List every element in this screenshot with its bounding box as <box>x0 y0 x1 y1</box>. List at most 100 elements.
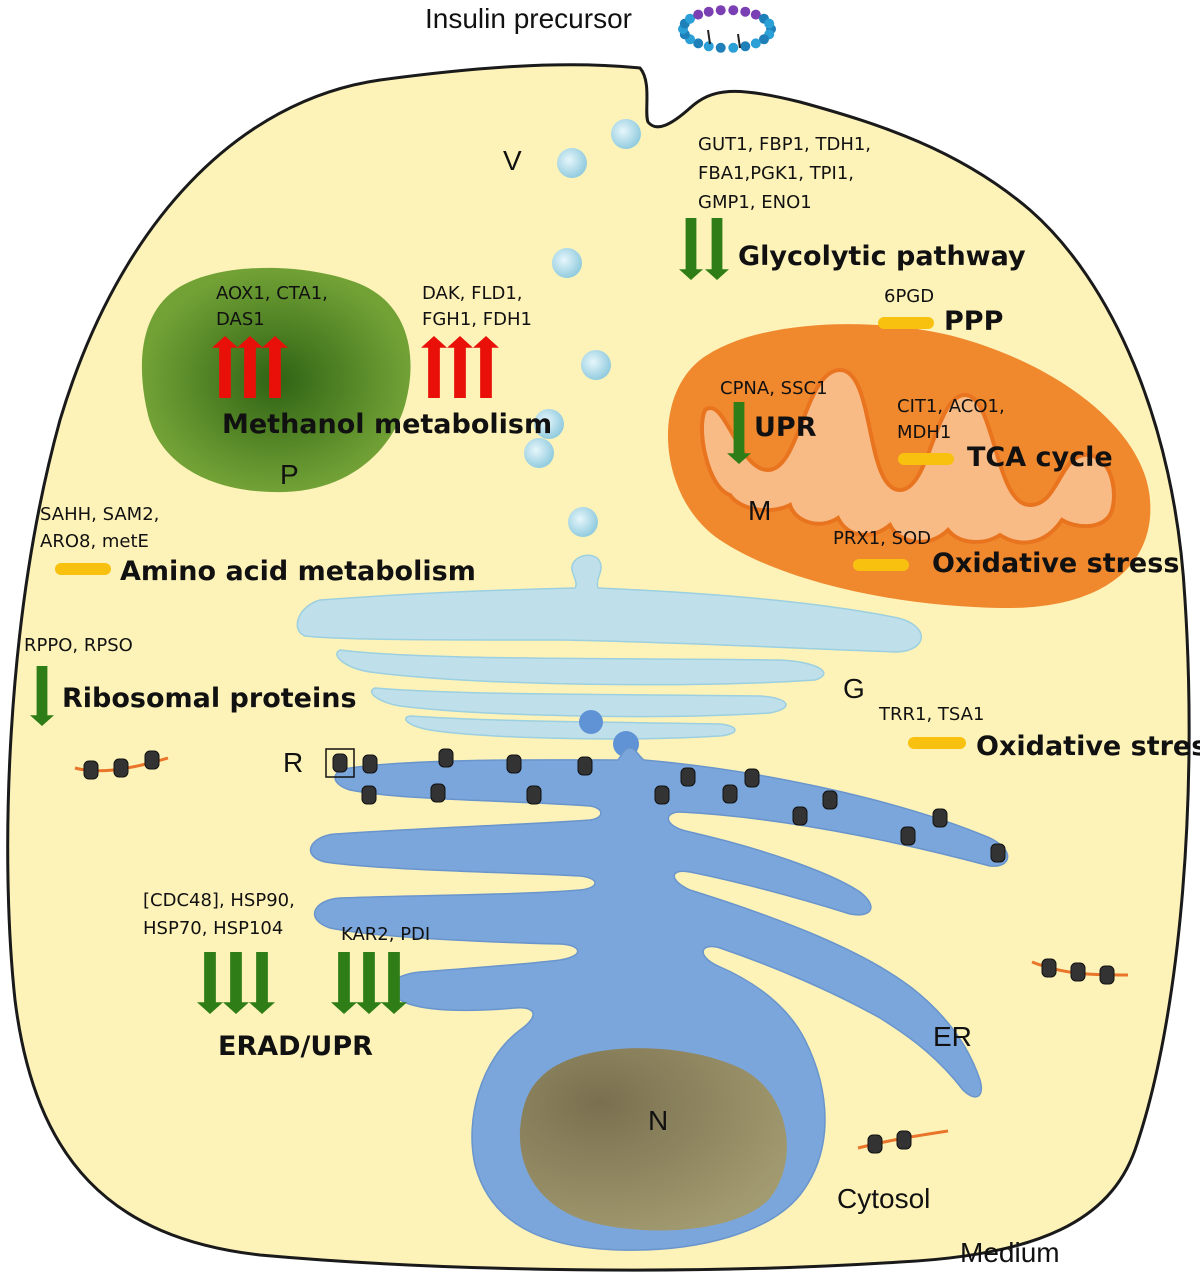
ribosome <box>822 790 838 810</box>
down-regulation-arrow-icon <box>381 952 407 1014</box>
erad-upr-label: ERAD/UPR <box>218 1031 373 1062</box>
ribosome <box>362 754 378 774</box>
insulin-bead <box>728 5 739 16</box>
secretory-vesicle <box>552 248 582 278</box>
insulin-bead <box>703 41 714 52</box>
amino-acid-metabolism-label: Amino acid metabolism <box>120 556 476 587</box>
insulin-bead <box>740 6 751 17</box>
ribosomal-proteins-label: Ribosomal proteins <box>62 683 357 714</box>
ribosome <box>438 748 454 768</box>
up-regulation-arrow-icon <box>237 336 263 398</box>
insulin-bead <box>715 42 726 53</box>
insulin-bead <box>703 6 714 17</box>
tca-cycle-label: TCA cycle <box>967 442 1113 473</box>
vesicle-dot <box>579 710 603 734</box>
nucleus <box>519 1048 787 1231</box>
oxidative-cyto-genes: TRR1, TSA1 <box>878 704 984 725</box>
ribosome <box>361 785 377 805</box>
unchanged-bar-icon <box>853 559 909 571</box>
insulin-bead <box>759 34 769 45</box>
oxidative-stress-mito-label: Oxidative stress <box>932 548 1179 579</box>
ppp-label: PPP <box>944 306 1003 337</box>
down-regulation-arrow-icon <box>356 952 382 1014</box>
upr-mito-label: UPR <box>754 412 817 443</box>
ribosome-highlight-box <box>325 748 355 778</box>
ribosome <box>900 826 916 846</box>
polysome-bottom <box>857 1129 949 1154</box>
down-regulation-arrow-icon <box>727 402 751 464</box>
secretory-vesicle <box>611 119 641 149</box>
ribosome-label: R <box>283 747 303 778</box>
glycolysis-genes: GUT1, FBP1, TDH1, FBA1,PGK1, TPI1, GMP1,… <box>698 134 877 213</box>
secretory-vesicle <box>568 507 598 537</box>
down-regulation-arrow-icon <box>30 666 54 726</box>
insulin-bead <box>740 41 751 52</box>
cytosol-label: Cytosol <box>837 1183 930 1214</box>
mitochondrion <box>667 324 1151 609</box>
ribosomal-genes: RPPO, RPSO <box>24 635 133 656</box>
down-regulation-arrow-icon <box>197 952 223 1014</box>
upr-mito-genes: CPNA, SSC1 <box>720 378 828 399</box>
insulin-bead <box>693 38 704 49</box>
amino-acid-genes: SAHH, SAM2, ARO8, metE <box>40 504 165 552</box>
er-chaperone-genes: KAR2, PDI <box>341 924 430 945</box>
oxidative-mito-genes: PRX1, SOD <box>833 528 931 549</box>
peroxisome-label: P <box>280 459 299 490</box>
down-regulation-arrow-icon <box>679 218 703 280</box>
ribosome <box>506 754 522 774</box>
ribosome <box>332 753 348 773</box>
ribosome <box>430 783 446 803</box>
ribosome <box>680 767 696 787</box>
regulation-markers <box>30 218 966 1014</box>
ppp-genes: 6PGD <box>884 286 934 307</box>
glycolytic-pathway-label: Glycolytic pathway <box>738 241 1026 272</box>
er-label: ER <box>933 1021 972 1052</box>
medium-label: Medium <box>960 1237 1060 1268</box>
ribosome <box>932 808 948 828</box>
insulin-bead <box>764 18 775 29</box>
secretory-vesicle <box>581 350 611 380</box>
down-regulation-arrow-icon <box>249 952 275 1014</box>
up-regulation-arrow-icon <box>262 336 288 398</box>
insulin-precursor-label: Insulin precursor <box>425 3 632 34</box>
oxidative-stress-cyto-label: Oxidative stress <box>976 731 1200 762</box>
methanol-metabolism-label: Methanol metabolism <box>222 409 552 440</box>
up-regulation-arrow-icon <box>473 336 499 398</box>
secretory-vesicle <box>534 409 564 439</box>
up-regulation-arrow-icon <box>212 336 238 398</box>
ribosome <box>526 785 542 805</box>
insulin-precursor-icon <box>678 5 776 53</box>
insulin-bead <box>728 42 739 53</box>
unchanged-bar-icon <box>908 737 966 749</box>
secretory-vesicle <box>524 438 554 468</box>
ribosome <box>990 843 1006 863</box>
methanol-peroxisome-genes: AOX1, CTA1, DAS1 <box>216 283 334 330</box>
down-regulation-arrow-icon <box>223 952 249 1014</box>
ribosome <box>792 806 808 826</box>
tca-genes: CIT1, ACO1, MDH1 <box>897 396 1010 443</box>
secretory-vesicle <box>557 148 587 178</box>
insulin-bead <box>715 5 726 16</box>
golgi-label: G <box>843 673 865 704</box>
erad-chaperone-genes: [CDC48], HSP90, HSP70, HSP104 <box>143 890 301 939</box>
endoplasmic-reticulum <box>309 747 1009 1251</box>
secretory-vesicles <box>524 119 641 537</box>
methanol-cytosol-genes: DAK, FLD1, FGH1, FDH1 <box>422 283 532 330</box>
ribosome <box>722 784 738 804</box>
ribosome <box>654 785 670 805</box>
down-regulation-arrow-icon <box>705 218 729 280</box>
up-regulation-arrow-icon <box>447 336 473 398</box>
insulin-bead <box>693 9 704 20</box>
mitochondrion-label: M <box>748 495 771 526</box>
unchanged-bar-icon <box>878 317 934 329</box>
up-regulation-arrow-icon <box>421 336 447 398</box>
insulin-bead <box>750 38 761 49</box>
polysome-right <box>1031 958 1129 985</box>
unchanged-bar-icon <box>55 563 111 575</box>
insulin-bead <box>685 13 695 24</box>
nucleus-label: N <box>648 1105 668 1136</box>
ribosome <box>577 756 593 776</box>
vesicle-label: V <box>503 145 522 176</box>
insulin-bead <box>750 9 761 20</box>
